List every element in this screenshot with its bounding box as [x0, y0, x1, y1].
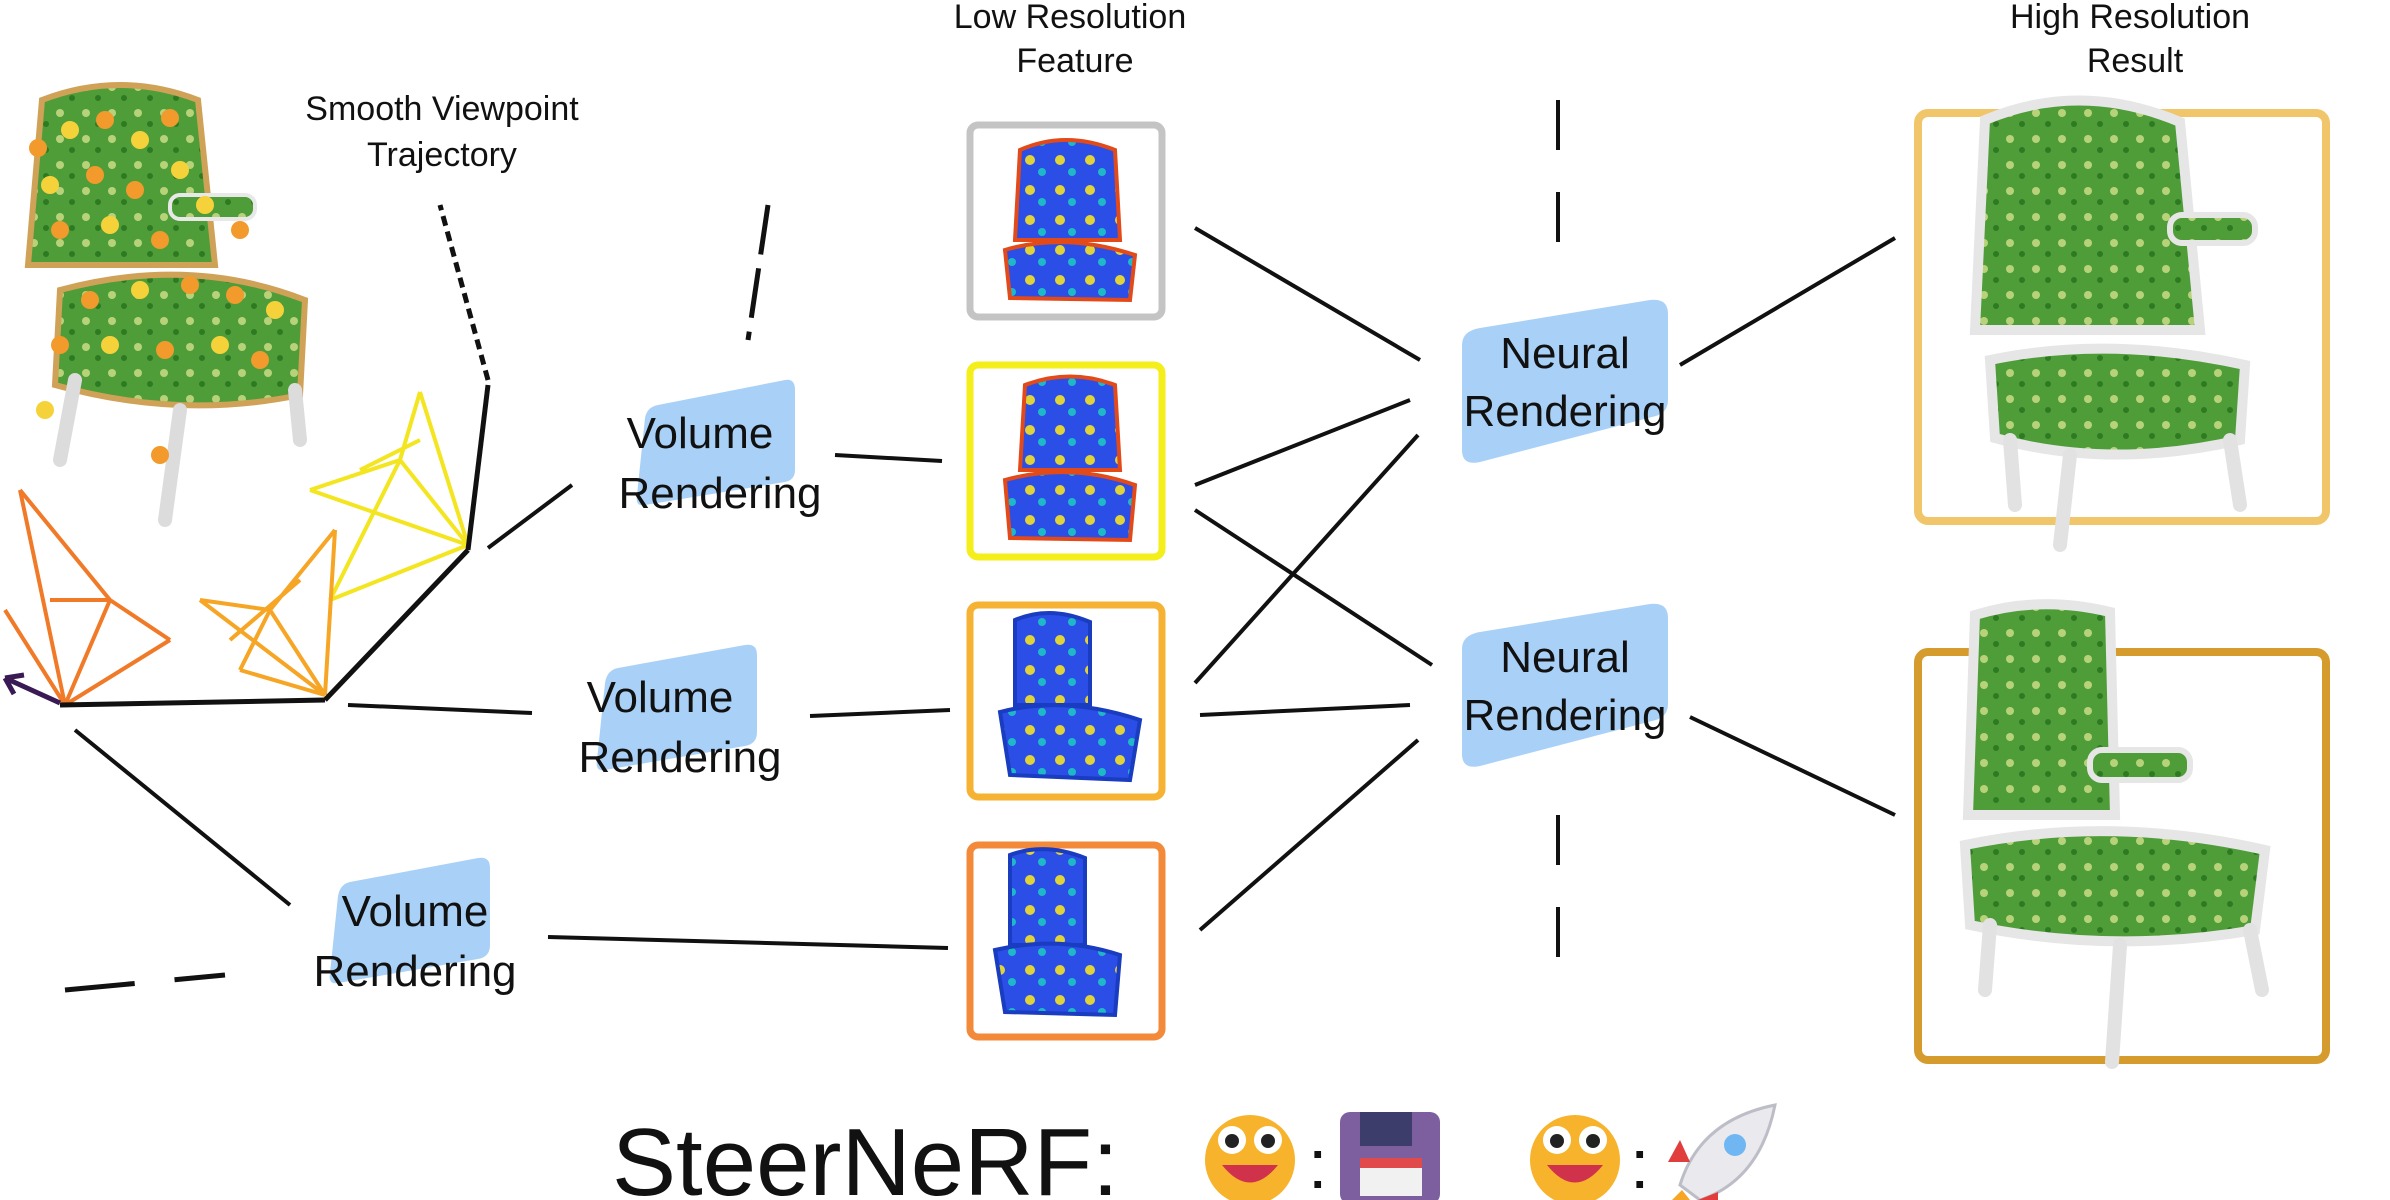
volume-rendering-1-line1: Volume	[627, 409, 774, 458]
low-res-feature-label-line1: Low Resolution	[954, 0, 1186, 36]
high-res-chair-2-arm	[2087, 747, 2193, 783]
neural-rendering-1-line1: Neural	[1500, 329, 1630, 378]
volume-rendering-block-2: Volume Rendering	[578, 644, 782, 782]
neural-rendering-1-line2: Rendering	[1463, 387, 1666, 436]
high-res-result-2	[1914, 599, 2330, 1069]
volume-rendering-1-line2: Rendering	[618, 469, 821, 518]
viewpoint-trajectory	[59, 204, 771, 993]
rocket-icon	[1668, 1103, 1777, 1200]
pipeline-connectors	[73, 100, 1897, 960]
volume-rendering-2-line2: Rendering	[578, 733, 781, 782]
high-res-chair-1-legs	[2003, 433, 2247, 552]
sample-points	[29, 109, 284, 464]
high-res-chair-2-back	[1962, 599, 2121, 820]
steernerf-title: SteerNeRF:	[612, 1109, 1119, 1200]
neural-rendering-2-line2: Rendering	[1463, 691, 1666, 740]
grinning-face-icon	[1530, 1115, 1620, 1200]
high-res-chair-1-arm	[2167, 212, 2258, 246]
volume-rendering-block-3: Volume Rendering	[313, 857, 517, 996]
floppy-disk-icon	[1340, 1112, 1440, 1200]
separator-colon-2: :	[1630, 1125, 1649, 1200]
feature-thumbnail-1	[966, 121, 1166, 321]
smooth-trajectory-label-line2: Trajectory	[367, 136, 517, 174]
feature-thumbnail-4	[966, 841, 1166, 1041]
neural-rendering-block-2: Neural Rendering	[1462, 603, 1668, 767]
feature-thumbnail-2	[966, 361, 1166, 561]
high-res-result-label-line1: High Resolution	[2010, 0, 2250, 36]
grinning-face-icon	[1205, 1115, 1295, 1200]
volume-rendering-block-1: Volume Rendering	[618, 379, 822, 518]
high-res-chair-2-seat	[1959, 826, 2271, 947]
neural-rendering-block-1: Neural Rendering	[1462, 299, 1668, 463]
camera-frustum-orange-light	[198, 528, 337, 697]
high-res-result-label-line2: Result	[2087, 42, 2184, 80]
high-res-chair-2-legs	[1978, 918, 2269, 1069]
trajectory-arrow-icon	[2, 672, 62, 706]
feature-thumbnail-3	[966, 601, 1166, 801]
camera-frustum-orange	[3, 488, 172, 707]
high-res-result-1	[1914, 95, 2330, 552]
neural-rendering-2-line1: Neural	[1500, 633, 1630, 682]
high-res-chair-1-seat	[1984, 343, 2251, 460]
low-res-feature-label-line2: Feature	[1016, 42, 1133, 80]
volume-rendering-3-line2: Rendering	[313, 947, 516, 996]
smooth-trajectory-label-line1: Smooth Viewpoint	[305, 90, 579, 128]
high-res-chair-1-back	[1969, 95, 2206, 335]
separator-colon-1: :	[1308, 1125, 1327, 1200]
volume-rendering-2-line1: Volume	[587, 673, 734, 722]
input-chair-legs	[53, 373, 307, 527]
volume-rendering-3-line1: Volume	[342, 887, 489, 936]
camera-frustum-yellow	[309, 391, 470, 602]
input-chair-with-sample-points	[24, 82, 309, 527]
